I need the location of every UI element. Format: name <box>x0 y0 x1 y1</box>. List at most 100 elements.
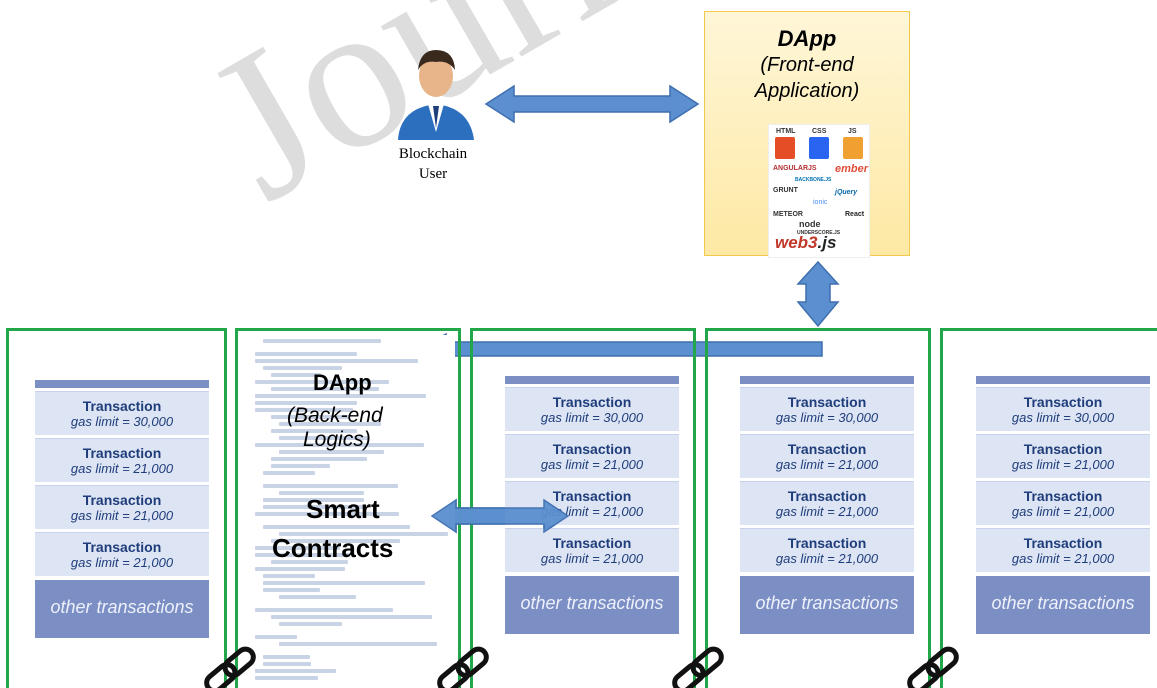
smart-contract-code <box>255 335 455 688</box>
tx-title: Transaction <box>82 398 162 414</box>
code-line <box>279 642 437 646</box>
user-dapp-arrow <box>484 84 700 124</box>
user-caption: Blockchain User <box>388 144 478 184</box>
dapp-frontend-sub2: Application) <box>754 80 860 102</box>
code-line <box>263 581 425 585</box>
tech-stack-logos: HTML CSS JS ANGULARJS ember BACKBONE.JS … <box>768 124 870 258</box>
block-1 <box>6 328 227 688</box>
web3-logo: web3.js <box>775 233 836 253</box>
code-line <box>255 352 357 356</box>
tx-title: Transaction <box>82 539 162 555</box>
code-line <box>255 394 426 398</box>
other-transactions: other transactions <box>35 580 209 638</box>
code-line <box>271 429 357 433</box>
code-line <box>255 567 345 571</box>
code-line <box>255 676 318 680</box>
column-header <box>505 376 679 384</box>
gas-limit: gas limit = 21,000 <box>70 555 174 570</box>
tx-title: Transaction <box>552 394 632 410</box>
node-label: node <box>799 219 821 229</box>
code-line <box>255 669 336 673</box>
tx-title: Transaction <box>82 445 162 461</box>
code-line <box>263 574 315 578</box>
backend-dapp-label: DApp <box>313 370 372 395</box>
ember-label: ember <box>835 163 869 175</box>
gas-limit: gas limit = 21,000 <box>775 457 879 472</box>
backend-sub-label: (Back-end <box>287 404 383 427</box>
dapp-frontend-title: DApp <box>777 26 837 51</box>
tx-title: Transaction <box>787 394 867 410</box>
code-line <box>279 450 384 454</box>
other-transactions: other transactions <box>976 576 1150 634</box>
tx-title: Transaction <box>787 488 867 504</box>
gas-limit: gas limit = 21,000 <box>775 551 879 566</box>
code-line <box>255 635 297 639</box>
react-label: React <box>845 211 865 218</box>
smart-label: Smart <box>306 494 380 524</box>
tx-title: Transaction <box>552 441 632 457</box>
jquery-label: jQuery <box>835 189 858 196</box>
code-line <box>255 553 350 557</box>
code-line <box>263 588 320 592</box>
gas-limit: gas limit = 21,000 <box>540 504 644 519</box>
tx-title: Transaction <box>1023 488 1103 504</box>
css-label: CSS <box>812 128 827 135</box>
code-line <box>263 471 315 475</box>
code-line <box>263 339 381 343</box>
code-line <box>279 491 364 495</box>
code-line <box>255 359 418 363</box>
code-line <box>255 401 357 405</box>
code-line <box>263 505 364 509</box>
code-line <box>263 498 364 502</box>
code-line <box>271 415 350 419</box>
code-line <box>271 615 432 619</box>
gas-limit: gas limit = 21,000 <box>775 504 879 519</box>
gas-limit: gas limit = 21,000 <box>70 508 174 523</box>
code-line <box>263 662 311 666</box>
gas-limit: gas limit = 30,000 <box>1011 410 1115 425</box>
tx-title: Transaction <box>1023 535 1103 551</box>
code-line <box>279 436 368 440</box>
code-line <box>279 622 342 626</box>
tx-title: Transaction <box>82 492 162 508</box>
other-transactions: other transactions <box>505 576 679 634</box>
code-line <box>255 546 340 550</box>
gas-limit: gas limit = 21,000 <box>1011 504 1115 519</box>
gas-limit: gas limit = 30,000 <box>775 410 879 425</box>
user-caption-line2: User <box>418 166 448 182</box>
contracts-label: Contracts <box>272 533 394 563</box>
other-transactions: other transactions <box>740 576 914 634</box>
block-4 <box>705 328 931 688</box>
code-line <box>263 525 410 529</box>
gas-limit: gas limit = 30,000 <box>70 414 174 429</box>
code-line <box>255 608 393 612</box>
code-line <box>271 560 348 564</box>
code-line <box>271 539 400 543</box>
gas-limit: gas limit = 21,000 <box>70 461 174 476</box>
block-5 <box>940 328 1157 688</box>
dapp-chain-arrow <box>796 260 840 328</box>
gas-limit: gas limit = 21,000 <box>540 457 644 472</box>
code-line <box>271 464 330 468</box>
html5-icon <box>775 137 795 159</box>
code-line <box>255 443 424 447</box>
js-label: JS <box>848 128 857 135</box>
grunt-label: GRUNT <box>773 187 798 194</box>
person-icon <box>398 50 474 140</box>
